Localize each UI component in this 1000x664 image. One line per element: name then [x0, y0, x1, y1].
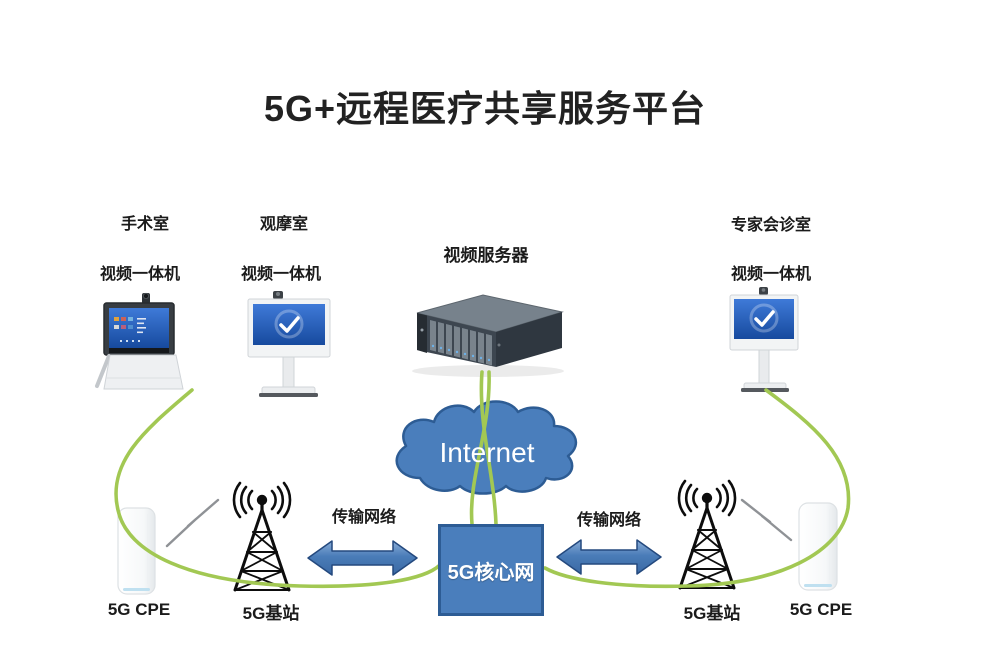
base-station-icon	[677, 479, 737, 590]
connection-line	[114, 370, 851, 589]
cpe-icon	[798, 502, 838, 591]
transport-arrow-icon	[556, 539, 662, 575]
device-label-endpoint-mid: 视频一体机	[240, 266, 322, 283]
device-label-video-server: 视频服务器	[443, 246, 529, 265]
base-station-label-right: 5G基站	[683, 604, 741, 623]
wireless-link-icon	[740, 498, 793, 542]
room-label-operating: 手术室	[120, 216, 170, 233]
video-server-icon	[412, 294, 564, 377]
monitor-video-endpoint-icon	[247, 291, 331, 397]
device-label-endpoint-right: 视频一体机	[730, 266, 812, 283]
page-title: 5G+远程医疗共享服务平台	[263, 88, 707, 129]
cpe-label-left: 5G CPE	[107, 600, 171, 619]
transport-network-label-right: 传输网络	[576, 512, 642, 529]
room-label-expert: 专家会诊室	[730, 217, 812, 234]
core-network-box: 5G核心网	[438, 524, 544, 616]
transport-network-label-left: 传输网络	[331, 509, 397, 526]
tablet-video-endpoint-icon	[95, 292, 184, 390]
wireless-link-icon	[165, 498, 220, 548]
transport-arrow-icon	[307, 540, 418, 576]
internet-label: Internet	[439, 437, 535, 468]
room-label-observation: 观摩室	[259, 216, 309, 233]
core-network-label: 5G核心网	[447, 561, 535, 584]
device-label-endpoint-left: 视频一体机	[99, 266, 181, 283]
base-station-label-left: 5G基站	[242, 604, 300, 623]
cpe-label-right: 5G CPE	[789, 600, 853, 619]
base-station-icon	[232, 481, 292, 592]
monitor-video-endpoint-icon	[729, 287, 799, 392]
